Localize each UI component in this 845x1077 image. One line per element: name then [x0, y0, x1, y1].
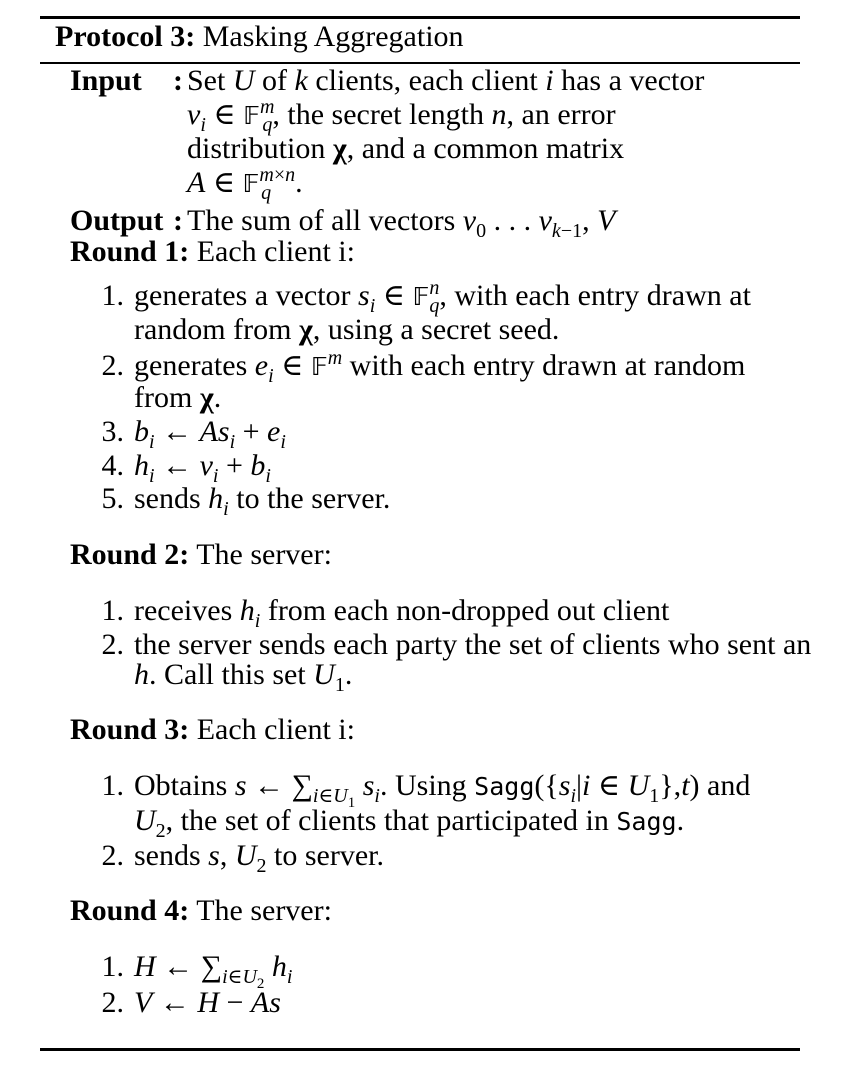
top-rule: [40, 16, 800, 19]
round-1-step-1b: random from χ, using a secret seed.: [134, 313, 560, 346]
input-line-1: Set U of k clients, each client i has a …: [187, 64, 705, 97]
round-2-step-2a: 2.the server sends each party the set of…: [101, 628, 812, 661]
protocol-title: Protocol 3: Masking Aggregation: [55, 22, 464, 52]
round-2-step-1: 1.receives hi from each non-dropped out …: [101, 594, 670, 632]
round-4-step-2: 2.V ← H − As: [101, 986, 281, 1019]
round-1-step-1a: 1.generates a vector si ∈ 𝔽nq, with each…: [101, 277, 751, 317]
round-1-step-2b: from χ.: [134, 381, 222, 414]
round-1-step-4: 4.hi ← vi + bi: [101, 449, 271, 487]
round-3-step-1b: U2, the set of clients that participated…: [134, 804, 685, 842]
round-1-step-2a: 2.generates ei ∈ 𝔽m with each entry draw…: [101, 347, 746, 387]
round-1-step-3: 3.bi ← Asi + ei: [101, 415, 286, 453]
round-1-heading: Round 1: Each client i:: [70, 235, 355, 268]
round-2-step-2b: h. Call this set U1.: [134, 658, 353, 696]
input-line-3: distribution χ, and a common matrix: [187, 132, 625, 165]
input-colon: :: [173, 64, 183, 97]
input-line-4: A ∈ 𝔽m×nq.: [187, 164, 303, 204]
round-3-heading: Round 3: Each client i:: [70, 713, 355, 746]
output-colon: :: [173, 204, 183, 237]
round-1-step-5: 5.sends hi to the server.: [101, 482, 391, 520]
protocol-label: Protocol 3:: [55, 20, 196, 53]
input-label: Input: [70, 64, 142, 97]
output-label: Output: [70, 204, 164, 237]
round-4-step-1: 1.H ← ∑i∈U2 hi: [101, 950, 293, 992]
round-4-heading: Round 4: The server:: [70, 894, 332, 927]
round-3-step-2: 2.sends s, U2 to server.: [101, 839, 385, 877]
protocol-name: Masking Aggregation: [202, 20, 464, 53]
round-3-step-1a: 1.Obtains s ← ∑i∈U1 si. Using Sagg({si|i…: [101, 769, 751, 811]
bottom-rule: [40, 1048, 800, 1051]
output-text: The sum of all vectors v0 . . . vk−1, V: [187, 204, 616, 242]
input-line-2: vi ∈ 𝔽mq, the secret length n, an error: [187, 96, 616, 136]
header-rule: [40, 62, 800, 64]
round-2-heading: Round 2: The server:: [70, 538, 332, 571]
